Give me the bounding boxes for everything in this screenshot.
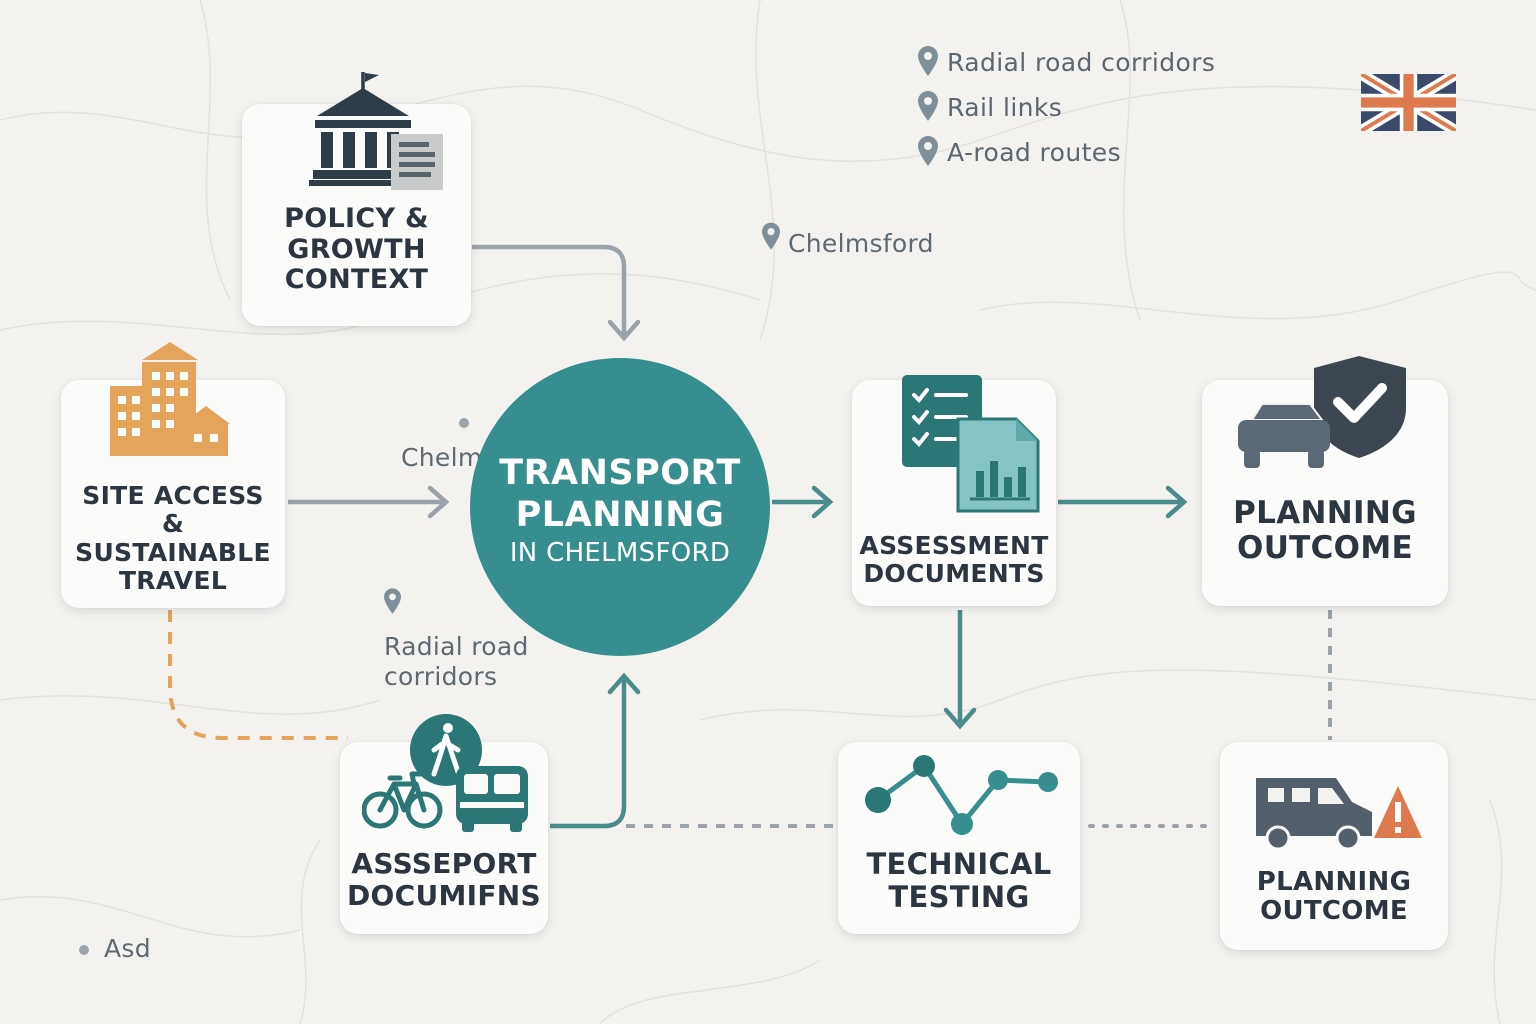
card-label: POLICY & GROWTH CONTEXT (284, 203, 429, 295)
card-policy-growth-context[interactable]: POLICY & GROWTH CONTEXT (242, 104, 471, 326)
buildings-icon (110, 342, 230, 456)
arrowhead-policy (607, 319, 641, 342)
map-label-asd: Asd (104, 934, 151, 963)
hub-subtitle: IN CHELMSFORD (509, 538, 731, 568)
arrowhead-technical (943, 707, 977, 730)
map-pin-icon (918, 46, 938, 76)
uk-flag-icon (1361, 74, 1456, 131)
arrowhead-site (427, 485, 450, 519)
map-pin-icon (918, 136, 938, 166)
connector-policy-to-hub (472, 244, 627, 335)
hub-title: TRANSPORT PLANNING (499, 453, 741, 535)
legend-label: A-road routes (947, 138, 1122, 167)
legend-label: Rail links (947, 93, 1063, 122)
map-pin-icon (384, 588, 401, 614)
card-label: TECHNICAL TESTING (866, 847, 1052, 914)
van-warning-icon (1256, 778, 1422, 851)
card-label: SITE ACCESS & SUSTAINABLE TRAVEL (75, 481, 271, 595)
arrowhead-outcome (1165, 485, 1188, 519)
map-label-chelmsford: Chelmsford (788, 229, 934, 258)
arrowhead-hub-bottom (607, 672, 641, 695)
card-label: PLANNING OUTCOME (1256, 867, 1412, 927)
hub-transport-planning[interactable]: TRANSPORT PLANNING IN CHELMSFORD (470, 358, 770, 656)
map-dot-asd (79, 945, 89, 955)
connector-assport-to-hub (550, 680, 627, 829)
line-graph-icon (865, 755, 1058, 835)
map-dot (459, 418, 469, 428)
government-building-icon (309, 72, 443, 190)
legend-label: Radial road corridors (947, 48, 1216, 77)
card-label: PLANNING OUTCOME (1233, 495, 1417, 567)
map-label-chelm: Chelm (401, 443, 483, 472)
map-pin-icon (762, 222, 780, 250)
map-label-radial-line1: Radial road (384, 632, 529, 661)
map-label-radial-line2: corridors (384, 662, 498, 691)
card-label: ASSESSMENT DOCUMENTS (859, 531, 1049, 589)
documents-chart-icon (902, 375, 1040, 513)
card-planning-outcome-bottom[interactable]: PLANNING OUTCOME (1220, 742, 1448, 950)
card-label: ASSSEPORT DOCUMIFNS (346, 847, 542, 912)
card-technical-testing[interactable]: TECHNICAL TESTING (838, 742, 1080, 934)
car-shield-check-icon (1238, 356, 1406, 468)
connector-dashed-site-assport (168, 610, 348, 740)
map-pin-icon (918, 91, 938, 121)
arrowhead-assessment (811, 485, 834, 519)
bike-pedestrian-bus-icon (362, 714, 528, 832)
